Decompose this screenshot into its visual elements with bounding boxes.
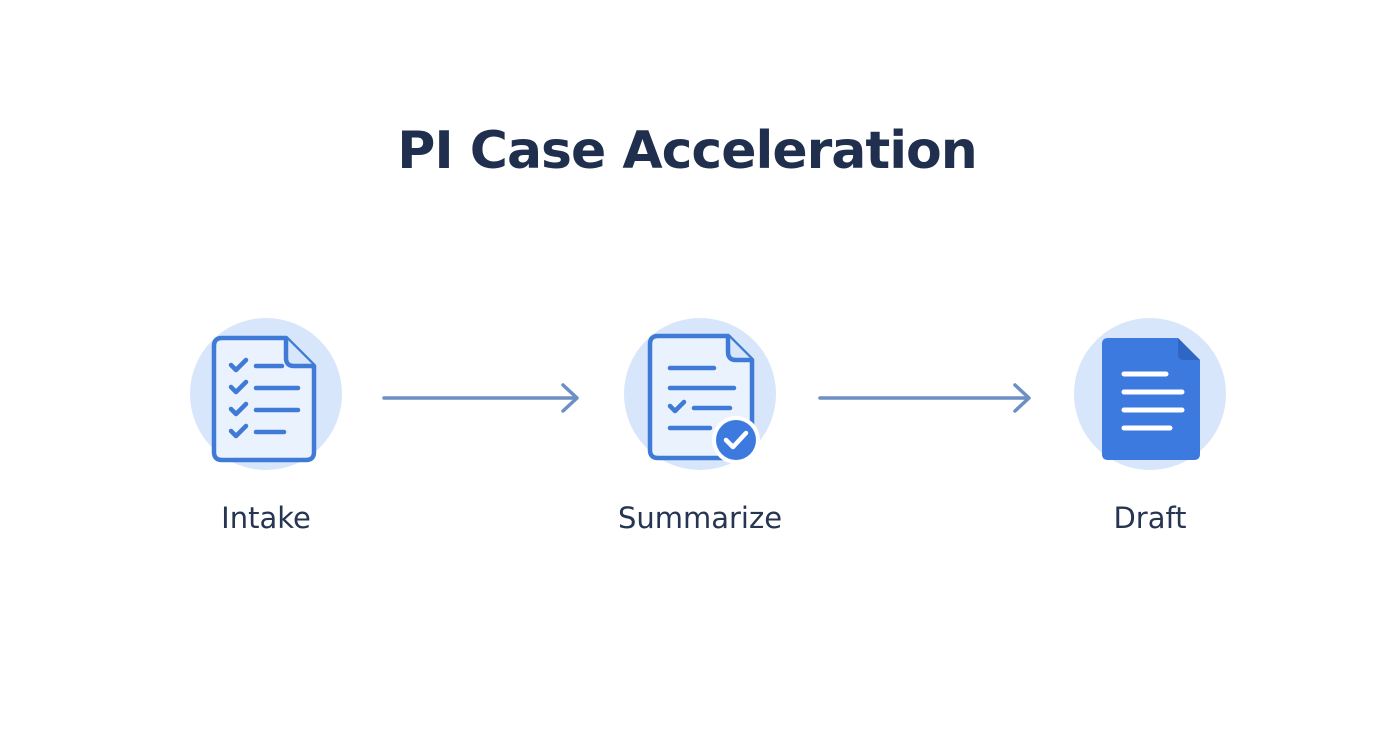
diagram-title: PI Case Acceleration: [397, 121, 978, 181]
step-label-draft: Draft: [1113, 501, 1187, 535]
checklist-document-icon: [211, 335, 317, 463]
verified-document-icon: [647, 333, 760, 464]
step-summarize: Summarize: [580, 318, 820, 558]
step-draft: Draft: [1030, 318, 1270, 558]
step-intake: Intake: [146, 318, 386, 558]
step-label-summarize: Summarize: [617, 501, 783, 535]
flow-arrow: [818, 383, 1031, 413]
text-document-icon: [1102, 338, 1200, 460]
flow-arrow: [382, 383, 579, 413]
step-label-intake: Intake: [221, 501, 311, 535]
